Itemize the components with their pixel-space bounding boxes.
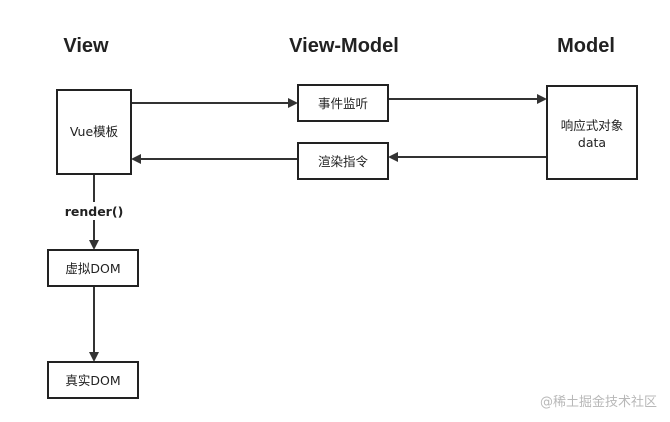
column-title-view-model: View-Model: [289, 35, 399, 57]
node-vue-template: Vue模板: [56, 89, 132, 175]
node-vue-template-label: Vue模板: [70, 124, 119, 139]
watermark-text: @稀土掘金技术社区: [540, 394, 657, 410]
node-reactive-object: 响应式对象 data: [546, 85, 638, 180]
node-event-listen-label: 事件监听: [318, 96, 368, 111]
node-render-directive: 渲染指令: [297, 142, 389, 180]
node-render-directive-label: 渲染指令: [318, 154, 369, 169]
node-virtual-dom-label: 虚拟DOM: [65, 261, 120, 276]
node-real-dom-label: 真实DOM: [65, 373, 120, 388]
node-virtual-dom: 虚拟DOM: [47, 249, 139, 287]
node-event-listen: 事件监听: [297, 84, 389, 122]
edge-label-render: render(): [65, 204, 124, 219]
column-title-view: View: [63, 35, 109, 57]
edge-label-background: [62, 202, 128, 220]
node-reactive-object-label: 响应式对象: [561, 118, 624, 133]
node-real-dom: 真实DOM: [47, 361, 139, 399]
node-reactive-object-sublabel: data: [578, 135, 606, 150]
column-title-model: Model: [557, 35, 615, 57]
